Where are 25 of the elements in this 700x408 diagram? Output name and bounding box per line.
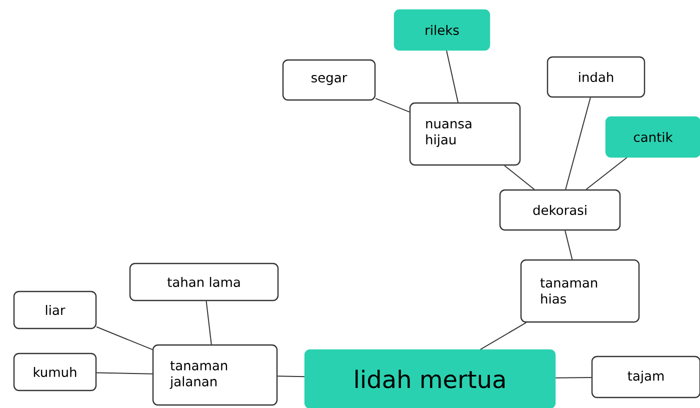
idea-box: dekorasi (499, 189, 621, 231)
idea-box: cantik (605, 116, 700, 158)
connector-line (277, 376, 305, 378)
connector-line (555, 377, 592, 378)
idea-box: kumuh (13, 352, 97, 392)
connector-line (446, 50, 459, 103)
idea-box: tanaman jalanan (152, 344, 278, 406)
topic-box: lidah mertua (304, 349, 556, 408)
connector-line (375, 98, 410, 112)
idea-box: indah (546, 56, 646, 98)
idea-box: tajam (591, 356, 700, 398)
connector-line (96, 372, 153, 374)
idea-box: tahan lama (129, 262, 279, 302)
idea-box: rileks (394, 9, 490, 51)
idea-box: tanaman hias (520, 259, 640, 323)
connector-line (504, 165, 535, 190)
connector-line (565, 97, 591, 190)
connector-line (206, 300, 212, 345)
idea-box: segar (282, 59, 376, 101)
idea-box: liar (13, 290, 97, 330)
connector-line (564, 230, 573, 260)
connector-line (480, 322, 527, 350)
connector-line (586, 157, 628, 190)
connector-line (96, 326, 153, 350)
idea-box: nuansa hijau (409, 102, 521, 166)
